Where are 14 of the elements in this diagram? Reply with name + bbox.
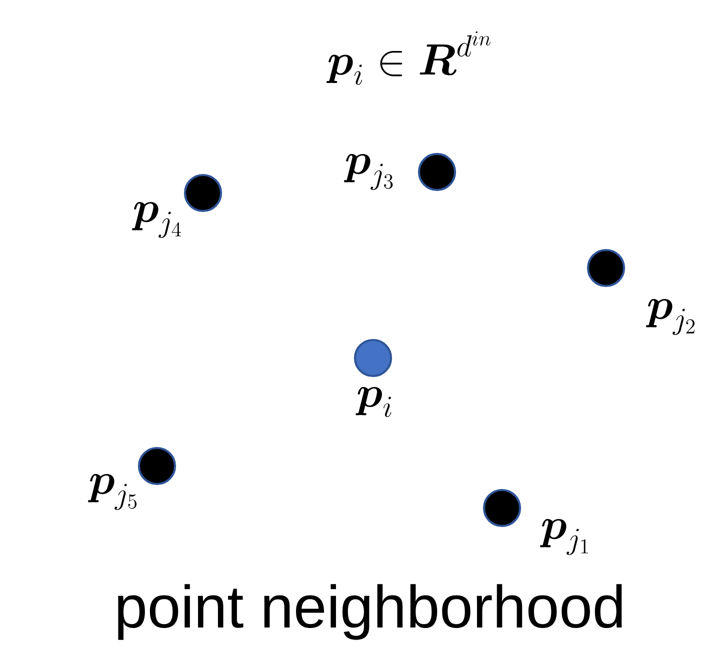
point-dot xyxy=(482,488,522,528)
point-label: $\boldsymbol{p}_{j_2}$ xyxy=(646,298,695,335)
point-dot xyxy=(418,152,456,192)
point-label: $\boldsymbol{p}_{j_5}$ xyxy=(88,474,137,510)
point-dot xyxy=(586,248,626,288)
point-label: $\boldsymbol{p}_{j_1}$ xyxy=(540,519,588,555)
point-dot xyxy=(184,174,222,212)
formula-label: $\boldsymbol{p}_{i} \in \boldsymbol{R}^{d^{in}}$ xyxy=(326,31,490,85)
caption: point neighborhood xyxy=(118,584,622,640)
point-label: $\boldsymbol{p}_{j_4}$ xyxy=(132,202,181,238)
point-label: $\boldsymbol{p}_{j_3}$ xyxy=(344,154,393,190)
point-dot xyxy=(138,446,176,486)
point-dot xyxy=(354,338,392,378)
point-label: $\boldsymbol{p}_{i}$ xyxy=(356,386,392,418)
